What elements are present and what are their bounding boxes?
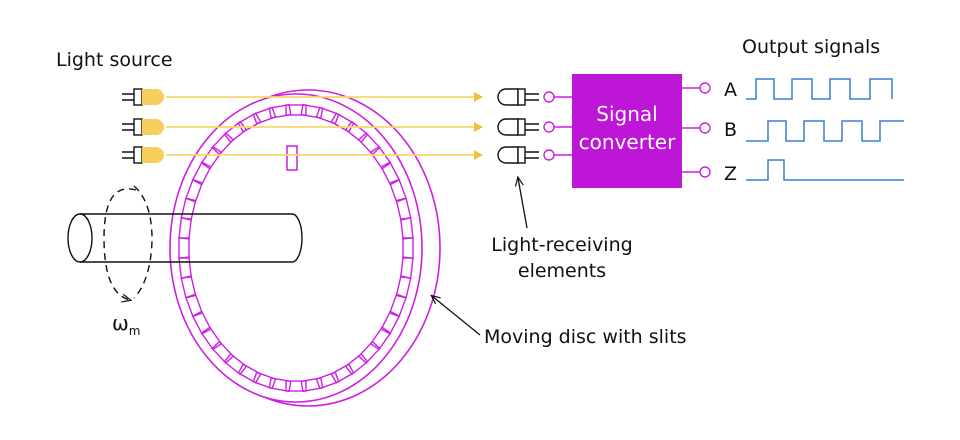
shaft bbox=[67, 213, 303, 263]
disc-slit bbox=[380, 161, 401, 186]
disc-slit bbox=[315, 371, 340, 390]
receivers-label-line1: Light-receiving bbox=[491, 234, 632, 256]
receiver-1 bbox=[497, 88, 572, 106]
light-source-leds bbox=[122, 88, 164, 164]
disc-slit bbox=[252, 371, 277, 390]
signal-converter: Signal converter bbox=[572, 74, 711, 188]
disc-slit bbox=[185, 178, 204, 203]
signal-b-waveform bbox=[746, 120, 904, 142]
disc-pointer bbox=[432, 296, 481, 336]
disc-label: Moving disc with slits bbox=[484, 326, 687, 348]
disc-slit bbox=[395, 275, 412, 299]
disc-slit bbox=[330, 363, 355, 384]
disc-slit bbox=[399, 217, 414, 240]
light-receiving-elements bbox=[497, 88, 572, 164]
disc-slit bbox=[315, 106, 340, 125]
receivers-label-line2: elements bbox=[518, 260, 606, 282]
led-2 bbox=[122, 118, 164, 136]
shaft-end-left bbox=[67, 213, 93, 263]
disc-slit bbox=[185, 293, 204, 318]
disc-slit bbox=[223, 120, 248, 144]
converter-label-line1: Signal bbox=[596, 102, 657, 126]
disc-slit bbox=[357, 340, 381, 365]
disc-slit bbox=[388, 293, 407, 318]
disc-slit bbox=[268, 103, 292, 119]
disc-slit bbox=[300, 103, 324, 119]
disc-slit bbox=[268, 377, 292, 393]
disc-center-slit bbox=[286, 145, 298, 171]
disc-slit bbox=[223, 352, 248, 376]
signal-a-waveform bbox=[746, 78, 893, 100]
converter-label-line2: converter bbox=[579, 130, 676, 154]
shaft-body bbox=[80, 213, 292, 263]
disc-slit bbox=[252, 106, 277, 125]
light-beams bbox=[166, 92, 483, 160]
disc-slit bbox=[211, 340, 235, 365]
led-1 bbox=[122, 88, 164, 106]
rotation-indicator bbox=[103, 185, 153, 300]
disc-slits bbox=[178, 103, 414, 393]
disc-slit bbox=[180, 197, 197, 221]
disc-slit bbox=[191, 161, 212, 186]
disc-slit bbox=[200, 326, 223, 351]
channel-a-label: A bbox=[724, 79, 737, 101]
disc-slit bbox=[380, 310, 401, 335]
rotation-arrow bbox=[103, 188, 137, 300]
disc-slit bbox=[237, 363, 262, 384]
converter-box bbox=[572, 74, 682, 188]
signal-z-waveform bbox=[746, 159, 904, 181]
disc-slit bbox=[344, 352, 369, 376]
channel-b-label: B bbox=[724, 119, 737, 141]
output-signals-title: Output signals bbox=[742, 36, 880, 58]
converter-outputs bbox=[682, 82, 711, 178]
disc-slit bbox=[191, 310, 212, 335]
disc-slit bbox=[344, 120, 369, 144]
receiver-pointer bbox=[518, 178, 528, 229]
channel-z-label: Z bbox=[724, 163, 737, 185]
omega-main: ω bbox=[112, 311, 129, 335]
disc-rim-front bbox=[169, 93, 423, 403]
output-signals: Output signals A B Z bbox=[724, 36, 904, 185]
omega-symbol: ωm bbox=[112, 311, 140, 338]
disc-slit bbox=[300, 377, 324, 393]
shaft-end-right bbox=[291, 213, 303, 263]
disc-slit bbox=[285, 104, 307, 116]
led-3 bbox=[122, 146, 164, 164]
omega-subscript: m bbox=[129, 324, 141, 338]
disc-slit bbox=[211, 131, 235, 156]
rotation-arc-right bbox=[133, 185, 153, 299]
receiver-3 bbox=[497, 146, 572, 164]
disc-slit bbox=[357, 131, 381, 156]
disc-slit bbox=[369, 326, 392, 351]
light-source-label: Light source bbox=[56, 49, 173, 71]
disc-slit bbox=[285, 380, 307, 392]
slit-disc bbox=[169, 89, 441, 407]
disc-slit bbox=[388, 178, 407, 203]
receiver-2 bbox=[497, 118, 572, 136]
